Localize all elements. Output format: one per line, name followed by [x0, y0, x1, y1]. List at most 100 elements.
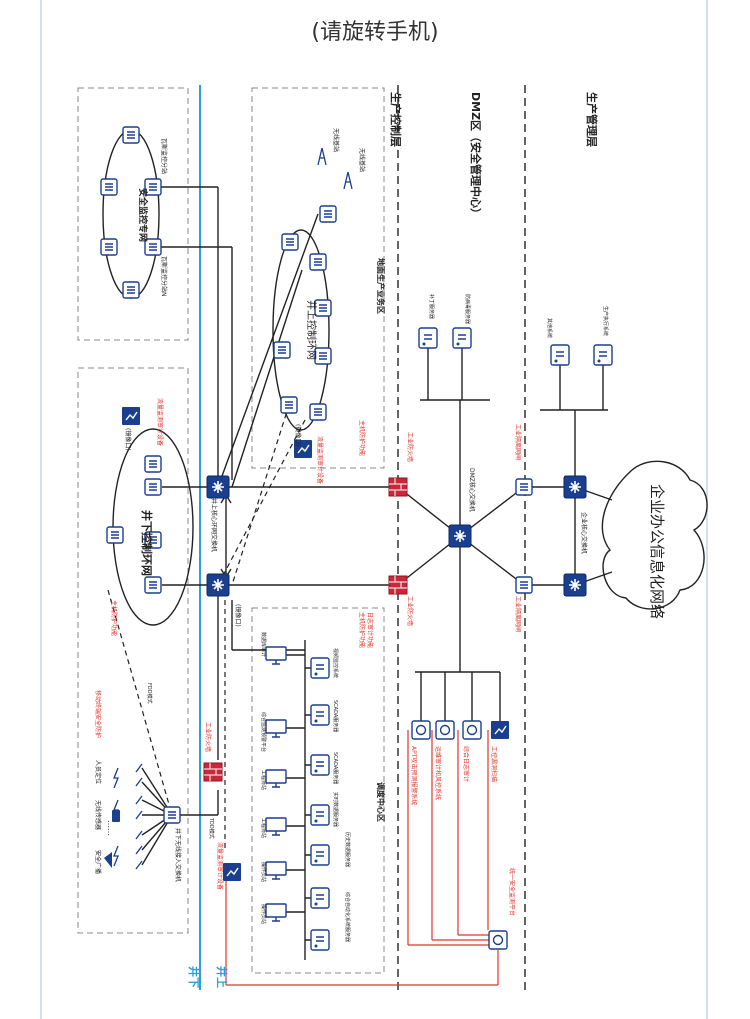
patch-server-icon: [418, 327, 438, 349]
industrial-firewall-1-icon: [388, 477, 408, 497]
labels-sensor-label: 无线传感器: [94, 800, 102, 830]
engineer-station-2-icon: [265, 817, 287, 836]
labels-log-sys-label: 综合日志审计: [462, 746, 470, 782]
mes-server-icon: [593, 344, 613, 366]
labels-w4-label: 操作员站: [260, 862, 267, 882]
industrial-firewall-3-icon: [203, 762, 223, 782]
enterprise-core-switch-1-icon: [563, 475, 587, 499]
ops-audit-device-icon: [435, 720, 455, 740]
vuln-scan-device-icon: [490, 720, 510, 740]
video-server-icon: [310, 657, 330, 679]
page-frame-left: [40, 0, 42, 1019]
rings-cloud-label: 企业办公信息化网络: [648, 484, 666, 619]
labels-log-audit-label: 日志审计功能: [366, 612, 374, 648]
labels-gas-sub1-label: 瓦斯监控分站: [160, 138, 168, 174]
surface-ring-switch-2-icon: [309, 253, 327, 271]
isolation-gap-2-icon: [515, 576, 533, 594]
engineer-station-1-icon: [265, 769, 287, 788]
labels-wireless2-label: 无线基站: [358, 148, 366, 172]
labels-s2-label: SCADA服务器: [332, 700, 339, 732]
surface-ring-switch-7-icon: [309, 403, 327, 421]
labels-fw1-label: 工业防火墙: [406, 432, 414, 462]
labels-s1-label: 视频监控系统: [332, 648, 339, 678]
labels-sys1-label: 其他系统: [546, 318, 553, 338]
endpoint-markers: [104, 810, 120, 868]
labels-gap1-label: 工业隔离网闸: [514, 424, 522, 460]
labels-dots-label: ……: [106, 820, 115, 836]
labels-flow1-label: 流量监测审计设备: [156, 398, 164, 446]
labels-s5-label: 历史数据服务器: [344, 832, 351, 867]
zones-above-ground-label: 井上: [215, 966, 229, 988]
underground-edge-switch-icon: [163, 806, 181, 824]
enterprise-core-switch-2-icon: [563, 573, 587, 597]
flow-audit-device-3-icon: [222, 862, 242, 882]
labels-virus-label: 防病毒服务器: [464, 294, 471, 324]
automation-server-1-icon: [310, 887, 330, 909]
log-audit-device-icon: [462, 720, 482, 740]
underground-ring-switch-3-icon: [106, 526, 124, 544]
devices: [100, 126, 613, 951]
operator-station-1-icon: [265, 861, 287, 880]
rotate-hint: (请旋转手机): [311, 20, 439, 45]
labels-dmz-core-label: DMZ核心交换机: [468, 468, 476, 512]
surface-ring-switch-4-icon: [314, 347, 332, 365]
labels-data-mon-label: 数据库审计: [260, 632, 267, 657]
zones-dmz-label: DMZ区（安全管理中心）: [469, 92, 483, 219]
surface-ring-switch-6-icon: [280, 396, 298, 414]
labels-unified-label: 统一安全监测平台: [508, 868, 516, 916]
operator-station-2-icon: [265, 903, 287, 922]
underground-ring-switch-1-icon: [144, 455, 162, 473]
surface-ring-switch-3-icon: [314, 299, 332, 317]
labels-ent-core-label: 企业核心交换机: [580, 512, 588, 554]
labels-s4-label: 实时数据服务器: [332, 792, 339, 827]
zones-below-ground-label: 井下: [187, 966, 201, 988]
labels-fw3-label: 工业防火墙: [204, 722, 212, 752]
monitor-platform-icon: [265, 719, 287, 738]
labels-ops-label: 运维审计和风控系统: [434, 746, 442, 800]
labels-fdd-label: FDD模式: [146, 683, 153, 704]
automation-server-2-icon: [310, 929, 330, 951]
ring-redundancy-arrow: [220, 493, 232, 579]
labels-mirror1-label: (镜像口): [124, 428, 132, 451]
labels-mobile-label: 移动终端安全防护: [94, 690, 102, 738]
realtime-server-icon: [310, 804, 330, 826]
labels-gap2-label: 工业隔离网闸: [514, 596, 522, 632]
labels-w5-label: 操作员站: [260, 904, 267, 924]
labels-wireless1-label: 无线基站: [332, 128, 340, 152]
safety-ring-switch-6-icon: [122, 281, 140, 299]
antivirus-server-icon: [452, 327, 472, 349]
labels-s3-label: SCADA服务器: [332, 752, 339, 784]
labels-mirror3-label: (镜像口): [234, 604, 242, 627]
underground-ring-switch-4-icon: [144, 576, 162, 594]
audit-links: [225, 730, 499, 986]
labels-host2-label: 主机防护功能: [110, 600, 118, 636]
areas-ground-business-label: 地面生产业务区: [376, 258, 386, 314]
enterprise-cloud: [601, 460, 708, 610]
zones-control-label: 生产控制层: [389, 92, 403, 147]
unified-platform-icon: [488, 930, 508, 950]
industrial-firewall-2-icon: [388, 575, 408, 595]
labels-edge-sw-label: 井下无线接入交换机: [174, 828, 182, 882]
labels-flow3-label: 流量监测审计设备: [216, 842, 224, 890]
dmz-core-switch-icon: [448, 524, 472, 548]
flow-audit-device-1-icon: [121, 406, 141, 426]
labels-host1-label: 主机防护功能: [358, 420, 366, 456]
labels-mirror2-label: (镜像口): [294, 424, 302, 447]
isolation-gap-1-icon: [515, 478, 533, 496]
labels-fw2-label: 工业防火墙: [406, 596, 414, 626]
labels-broadcast-label: 安全广播: [94, 850, 102, 874]
underground-ring-switch-2-icon: [144, 478, 162, 496]
ring-core-switch-2-icon: [206, 573, 230, 597]
labels-gas-sub2-label: 瓦斯监控分站N: [160, 256, 168, 297]
safety-ring-switch-1-icon: [122, 126, 140, 144]
labels-w2-label: 工程师站: [260, 770, 267, 790]
ring-core-switch-1-icon: [206, 475, 230, 499]
safety-ring-switch-5-icon: [100, 238, 118, 256]
labels-ring-sw-label: 井上核心环网交换机: [210, 498, 218, 552]
labels-patch-label: 补丁服务器: [428, 294, 435, 319]
scada-server-2-icon: [310, 754, 330, 776]
db-audit-icon: [265, 646, 287, 665]
labels-sys2-label: 生产执行系统: [602, 306, 609, 336]
labels-scan-label: 工控漏洞扫描: [490, 746, 498, 782]
